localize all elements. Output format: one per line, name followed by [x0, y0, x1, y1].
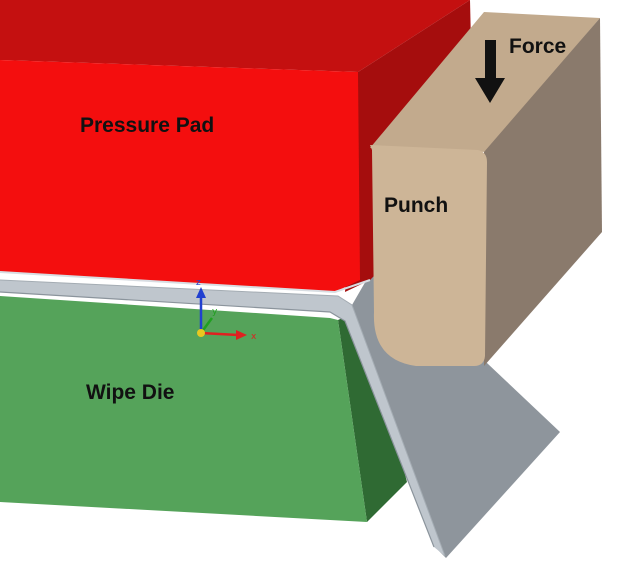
punch-side-face	[484, 18, 602, 366]
coordinate-triad-icon: z y x	[196, 278, 257, 342]
pressure-pad-bottom-edge	[0, 271, 371, 294]
axis-x-line	[200, 331, 239, 337]
pressure-pad-label: Pressure Pad	[80, 114, 215, 137]
axis-x-label: x	[251, 332, 257, 342]
axis-z-label: z	[196, 278, 201, 288]
axis-z-arrowhead	[196, 287, 206, 298]
pressure-pad-front-face	[0, 60, 360, 292]
axis-y-label: y	[212, 307, 218, 317]
triad-origin	[197, 329, 205, 337]
axis-x-arrowhead	[236, 330, 247, 340]
pressure-pad-top-face	[0, 0, 470, 72]
sheet-metal-top-edge	[0, 279, 446, 557]
wipe-die-side-face	[338, 309, 407, 522]
arrow-down-icon	[475, 40, 505, 103]
wipe-die	[0, 296, 407, 522]
punch-label: Punch	[384, 194, 449, 217]
sheet-metal-edge	[0, 291, 435, 548]
wipe-die-front-face	[0, 296, 367, 522]
force-label: Force	[509, 35, 567, 58]
punch-front-face	[370, 145, 487, 366]
wipe-die-label: Wipe Die	[86, 381, 175, 404]
